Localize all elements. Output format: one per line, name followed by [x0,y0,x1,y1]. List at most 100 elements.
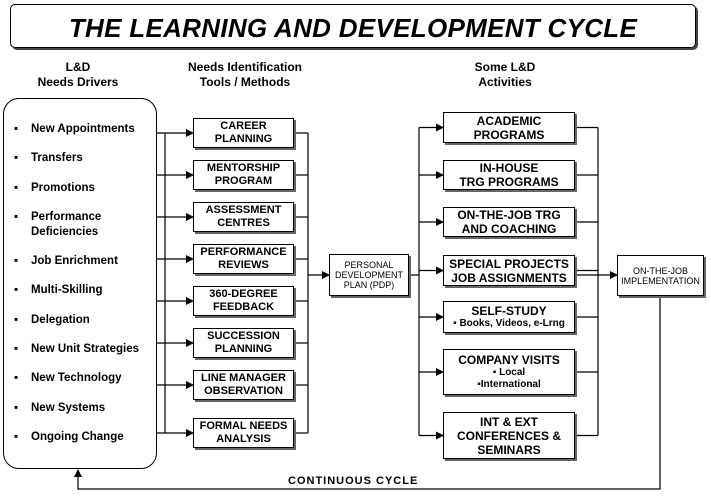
activity-label-line: CONFERENCES & [456,428,561,443]
bullet-icon: ▪ [14,182,19,194]
driver-label-line: Deficiencies [31,226,99,238]
driver-label: Promotions [31,181,95,196]
pdp-line-2: DEVELOPMENT [334,270,403,280]
tool-label-line: FEEDBACK [212,301,275,313]
bullet-icon: ▪ [14,284,19,296]
activities-heading-line-1: Some L&D [474,60,536,74]
activity-label-line: JOB ASSIGNMENTS [451,270,567,285]
driver-label: Ongoing Change [31,430,124,445]
activity-label-line: SELF-STUDY [471,304,547,318]
activity-label-line: TRG PROGRAMS [459,175,559,189]
pdp-box: PERSONAL DEVELOPMENT PLAN (PDP) [329,254,409,296]
drivers-heading-line-1: L&D [65,60,91,74]
activity-label-line: COMPANY VISITS [458,353,560,367]
tool-label-line: CENTRES [217,217,270,229]
driver-label: Multi-Skilling [31,283,103,298]
driver-label-line: Performance [31,211,102,223]
driver-label-line: Promotions [31,182,95,194]
tool-label-line: ASSESSMENT [205,204,282,216]
driver-label: New Technology [31,371,122,386]
bullet-icon: ▪ [14,431,19,443]
bullet-icon: ▪ [14,402,19,414]
drivers-heading: L&D Needs Drivers [28,60,128,90]
tool-label-line: OBSERVATION [204,385,283,397]
implementation-line-1: ON-THE-JOB [633,265,688,276]
tool-label-line: FORMAL NEEDS [199,420,288,432]
drivers-panel: ▪ New Appointments ▪ Transfers ▪ Promotions ▪ P… [3,98,157,469]
bullet-icon: ▪ [14,314,19,326]
implementation-box: ON-THE-JOB IMPLEMENTATION [617,255,704,296]
title-frame: THE LEARNING AND DEVELOPMENT CYCLE [10,4,696,48]
tools-heading-line-2: Tools / Methods [199,75,291,89]
driver-label-line: New Unit Strategies [31,343,139,355]
activity-label-line: SEMINARS [477,442,541,457]
activities-heading-line-2: Activities [478,75,532,89]
activity-label-line: ACADEMIC [476,113,542,128]
bullet-icon: ▪ [14,255,19,267]
driver-label: New Unit Strategies [31,342,139,357]
activities-heading: Some L&D Activities [445,60,565,90]
tools-heading-line-1: Needs Identification [187,60,303,74]
activity-box: SELF-STUDY▪ Books, Videos, e-Lrng [443,301,575,333]
driver-label: New Systems [31,401,105,416]
activity-sub-line: ▪International [477,379,541,390]
bullet-icon: ▪ [14,211,19,223]
tool-label-line: 360-DEGREE [209,288,278,300]
continuous-cycle-label: CONTINUOUS CYCLE [288,475,419,487]
tool-label-line: LINE MANAGER [201,372,286,384]
driver-label-line: Delegation [31,314,90,326]
driver-label: Job Enrichment [31,254,118,269]
driver-label-line: Transfers [31,152,83,164]
activity-label-line: SPECIAL PROJECTS [449,256,569,271]
bullet-icon: ▪ [14,372,19,384]
tool-label-line: PLANNING [214,343,273,355]
bullet-icon: ▪ [14,152,19,164]
driver-label-line: New Appointments [31,123,135,135]
activity-label-line: AND COACHING [461,222,557,236]
pdp-line-1: PERSONAL [344,260,394,270]
bullet-icon: ▪ [14,343,19,355]
tools-heading: Needs Identification Tools / Methods [175,60,315,90]
activity-label-line: IN-HOUSE [479,161,539,175]
activity-label-line: PROGRAMS [473,127,545,142]
tool-label-line: PLANNING [214,133,273,145]
tool-label-line: REVIEWS [218,259,269,271]
drivers-heading-line-2: Needs Drivers [37,75,119,89]
activity-sub-line: ▪ Books, Videos, e-Lrng [453,318,565,329]
tool-label-line: MENTORSHIP [206,162,281,174]
driver-label-line: Ongoing Change [31,431,124,443]
implementation-line-2: IMPLEMENTATION [621,275,700,286]
activity-sub-line: ▪ Local [492,367,526,378]
driver-label-line: New Systems [31,402,106,414]
driver-label-line: Multi-Skilling [31,284,103,296]
activity-label-line: INT & EXT [479,414,538,429]
driver-label: Transfers [31,151,83,166]
activity-label-line: ON-THE-JOB TRG [457,208,561,222]
driver-label: New Appointments [31,122,135,137]
driver-label-line: Job Enrichment [31,255,118,267]
driver-label-line: New Technology [31,372,122,384]
continuous-cycle-arrow [74,296,661,490]
driver-label: Delegation [31,313,90,328]
tool-label-line: PERFORMANCE [200,246,287,258]
tool-label-line: SUCCESSION [207,330,280,342]
tool-label-line: PROGRAM [214,175,273,187]
pdp-line-3: PLAN (PDP) [343,280,395,290]
tool-label-line: CAREER [220,120,267,132]
bullet-icon: ▪ [14,123,19,135]
tool-label-line: ANALYSIS [216,433,271,445]
